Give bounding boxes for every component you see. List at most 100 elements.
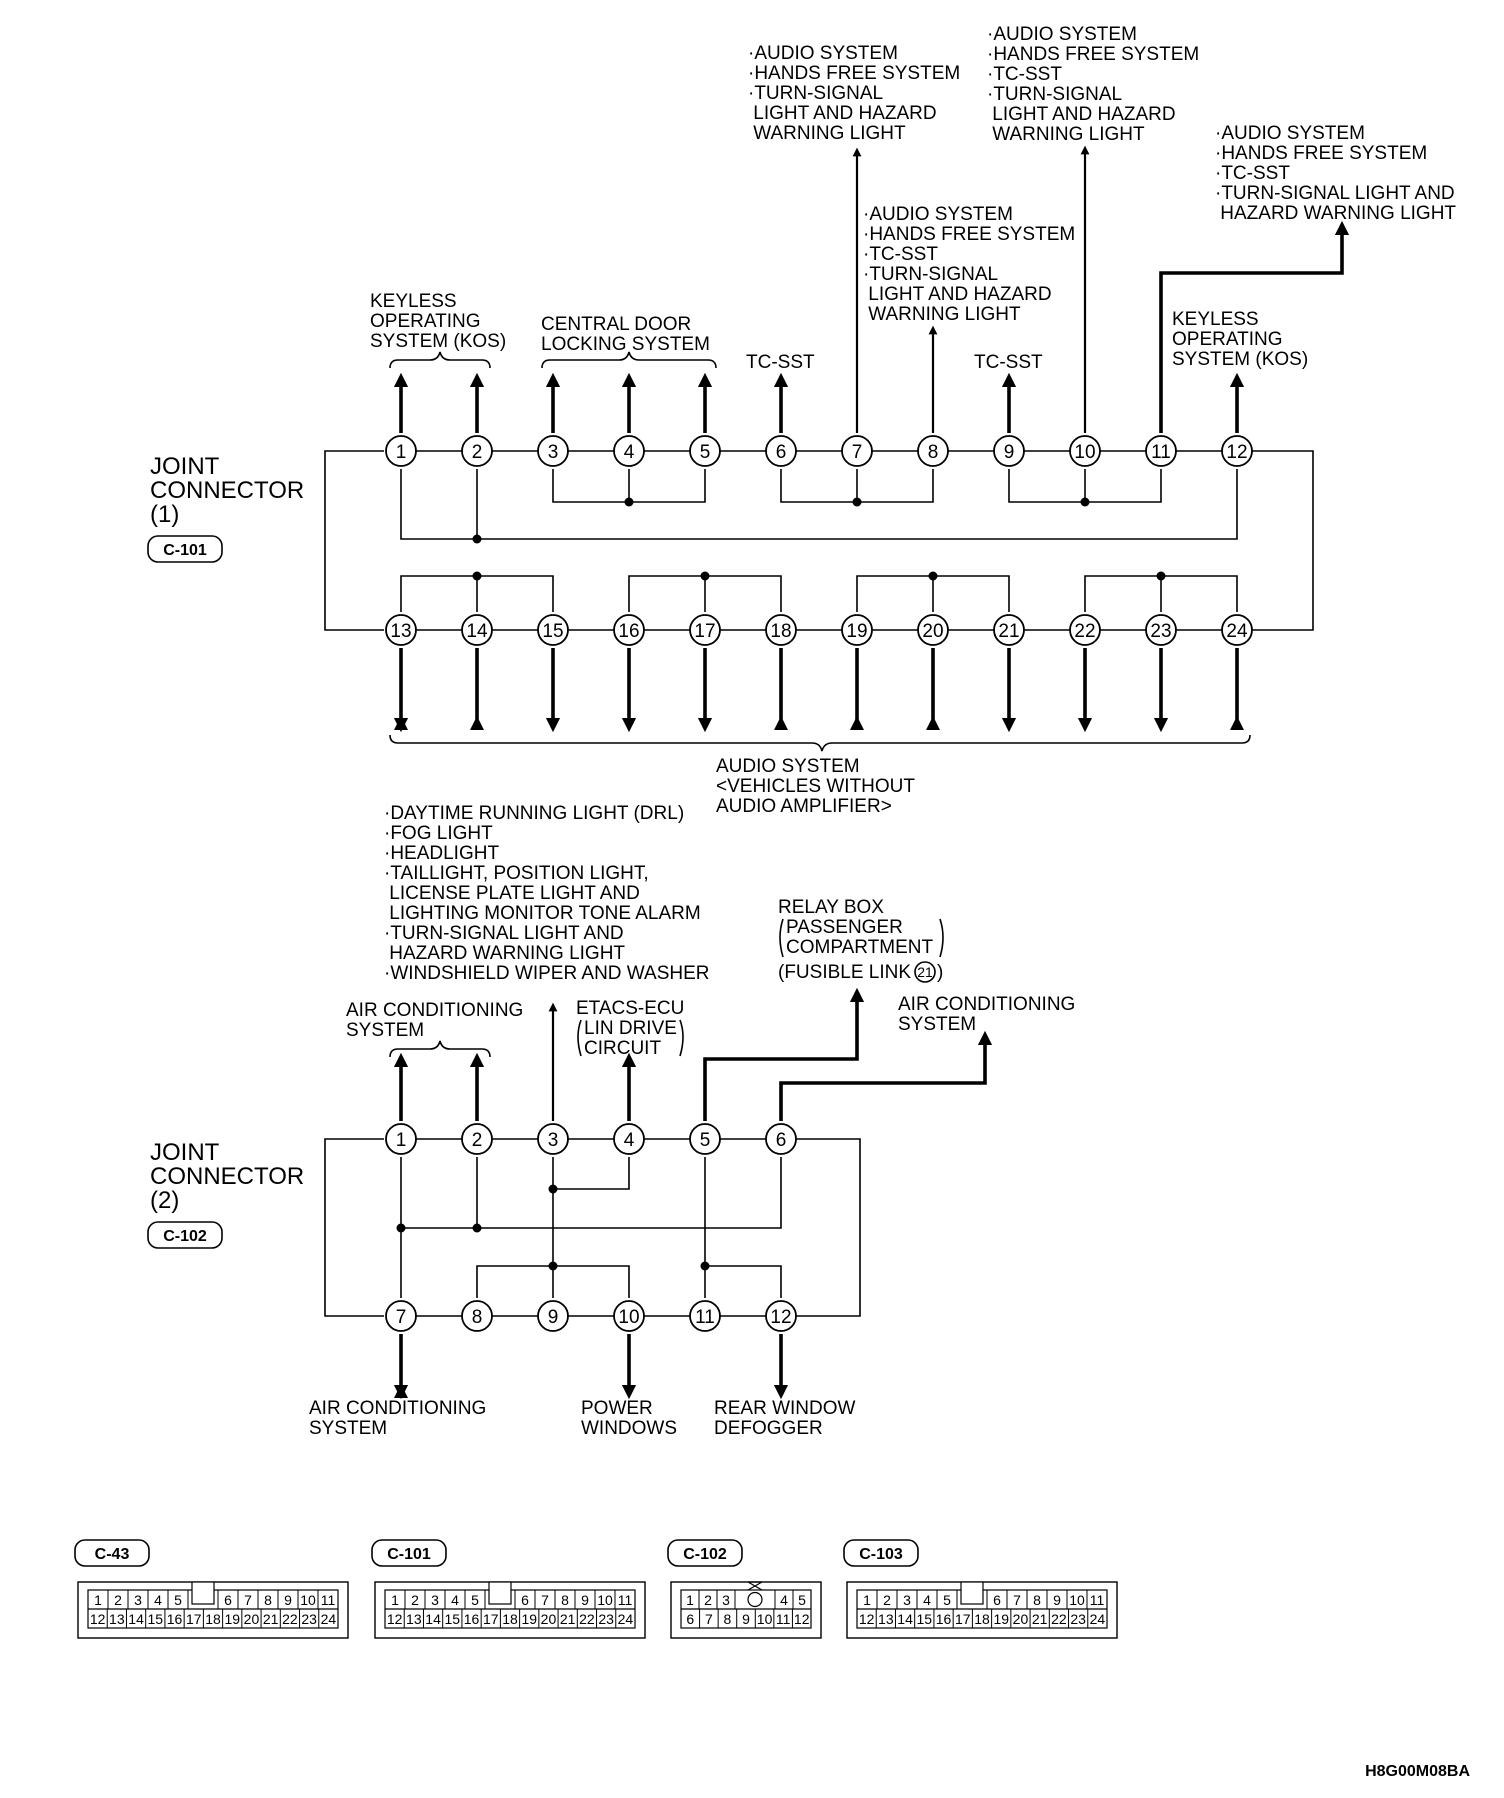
label-line: WARNING LIGHT bbox=[863, 304, 1021, 325]
pin-circle bbox=[461, 614, 493, 646]
face-pin: 10 bbox=[1069, 1592, 1085, 1608]
pin-number: 24 bbox=[1226, 621, 1248, 642]
face-pin: 22 bbox=[579, 1611, 595, 1627]
face-pin: 2 bbox=[411, 1592, 419, 1608]
label-line: ·AUDIO SYSTEM bbox=[1215, 123, 1365, 144]
label-line: SYSTEM (KOS) bbox=[370, 331, 506, 352]
jc2-code-box bbox=[147, 1221, 223, 1249]
face-code: C-102 bbox=[683, 1546, 727, 1563]
face-pin: 8 bbox=[724, 1611, 732, 1627]
jc1-pin-7: 7 bbox=[841, 435, 873, 467]
face-pin: 12 bbox=[387, 1611, 403, 1627]
jc2-junction-3 bbox=[548, 1184, 558, 1194]
label-line: RELAY BOX bbox=[778, 897, 884, 918]
label-line: ·HEADLIGHT bbox=[384, 843, 499, 864]
jc1-pin-9: 9 bbox=[993, 435, 1025, 467]
label-line: PASSENGER bbox=[786, 917, 903, 938]
label-line: AIR CONDITIONING bbox=[898, 994, 1075, 1015]
jc2-label-etacs: ETACS-ECU LIN DRIVE CIRCUIT bbox=[576, 998, 684, 1059]
pin-number: 21 bbox=[998, 621, 1019, 642]
face-pin: 14 bbox=[897, 1611, 913, 1627]
jc2-label-pin3: ·DAYTIME RUNNING LIGHT (DRL) ·FOG LIGHT … bbox=[384, 803, 710, 984]
pin-number: 12 bbox=[770, 1307, 791, 1328]
pin-circle bbox=[385, 435, 417, 467]
label-line: OPERATING bbox=[1172, 329, 1283, 350]
pin-circle bbox=[613, 1123, 645, 1155]
label-line: POWER bbox=[581, 1398, 653, 1419]
jc1-pin-11: 11 bbox=[1145, 435, 1177, 467]
jc2-pin-5: 5 bbox=[689, 1123, 721, 1155]
face-pin: 3 bbox=[431, 1592, 439, 1608]
jc1-pin-1: 1 bbox=[385, 435, 417, 467]
jc1-wire-11 bbox=[1159, 220, 1350, 433]
jc1-label-audio-bottom: AUDIO SYSTEM <VEHICLES WITHOUT AUDIO AMP… bbox=[716, 756, 915, 817]
jc2-pin-11: 11 bbox=[689, 1300, 721, 1332]
jc2-pin-10: 10 bbox=[613, 1300, 645, 1332]
face-pin: 17 bbox=[483, 1611, 499, 1627]
pin-circle bbox=[1221, 435, 1253, 467]
pin-number: 3 bbox=[548, 442, 559, 463]
jc1-audio-brace bbox=[389, 734, 1251, 752]
face-pin: 2 bbox=[704, 1592, 712, 1608]
jc2-pin-8: 8 bbox=[461, 1300, 493, 1332]
joint-connector-2: JOINT CONNECTOR (2) C-102 bbox=[147, 803, 1075, 1439]
pin-circle bbox=[613, 1300, 645, 1332]
face-code-box bbox=[843, 1539, 919, 1567]
label-line: ·TURN-SIGNAL LIGHT AND bbox=[384, 923, 624, 944]
pin-circle bbox=[765, 435, 797, 467]
label-line: LICENSE PLATE LIGHT AND bbox=[384, 883, 640, 904]
face-key-icon bbox=[191, 1581, 215, 1605]
jc1-pin-10: 10 bbox=[1069, 435, 1101, 467]
jc2-link-row bbox=[401, 1157, 782, 1229]
face-pin: 10 bbox=[757, 1611, 773, 1627]
face-pin: 8 bbox=[561, 1592, 569, 1608]
jc1-code-box bbox=[147, 535, 223, 563]
jc2-pin-3: 3 bbox=[537, 1123, 569, 1155]
label-line: ·TAILLIGHT, POSITION LIGHT, bbox=[384, 863, 649, 884]
label-line: ·TURN-SIGNAL LIGHT AND bbox=[1215, 183, 1455, 204]
paren-right bbox=[939, 918, 944, 958]
label-line: ·TURN-SIGNAL bbox=[748, 83, 883, 104]
jc2-wire-6 bbox=[779, 1030, 993, 1121]
pin-circle bbox=[765, 1300, 797, 1332]
jc1-junction-10 bbox=[1080, 497, 1090, 507]
face-pin: 22 bbox=[1051, 1611, 1067, 1627]
pin-number: 11 bbox=[1151, 442, 1171, 463]
jc1-code: C-101 bbox=[163, 542, 207, 559]
label-line: ·AUDIO SYSTEM bbox=[748, 43, 898, 64]
face-pin: 9 bbox=[1053, 1592, 1061, 1608]
pin-number: 13 bbox=[390, 621, 411, 642]
pin-circle bbox=[613, 435, 645, 467]
jc2-code: C-102 bbox=[163, 1228, 207, 1245]
face-pin: 5 bbox=[943, 1592, 951, 1608]
pin-circle bbox=[765, 614, 797, 646]
jc1-label-tcsst-9: TC-SST bbox=[974, 352, 1043, 373]
pin-circle bbox=[917, 614, 949, 646]
label-line: LIGHTING MONITOR TONE ALARM bbox=[384, 903, 701, 924]
pin-circle bbox=[385, 1123, 417, 1155]
face-pin: 6 bbox=[521, 1592, 529, 1608]
label-line: AUDIO AMPLIFIER> bbox=[716, 796, 892, 817]
face-pin: 11 bbox=[321, 1592, 336, 1608]
pin-circle bbox=[1069, 614, 1101, 646]
label-line: WARNING LIGHT bbox=[987, 124, 1145, 145]
pin-number: 19 bbox=[846, 621, 867, 642]
face-pin: 13 bbox=[109, 1611, 125, 1627]
pin-circle bbox=[1145, 435, 1177, 467]
face-pin: 3 bbox=[134, 1592, 142, 1608]
face-pin: 13 bbox=[878, 1611, 894, 1627]
jc1-link-1-12 bbox=[400, 469, 1238, 540]
label-line: ·TURN-SIGNAL bbox=[987, 84, 1122, 105]
jc1-pin-21: 21 bbox=[993, 614, 1025, 646]
face-pin: 24 bbox=[1090, 1611, 1106, 1627]
face-pin: 19 bbox=[224, 1611, 240, 1627]
jc1-title-line1: JOINT bbox=[150, 453, 220, 480]
jc2-label-ac-bottom: AIR CONDITIONING SYSTEM bbox=[309, 1398, 486, 1439]
label-line: WARNING LIGHT bbox=[748, 123, 906, 144]
pin-number: 22 bbox=[1074, 621, 1095, 642]
face-pin: 8 bbox=[264, 1592, 272, 1608]
face-pin: 4 bbox=[923, 1592, 931, 1608]
jc2-title-line2: CONNECTOR bbox=[150, 1163, 304, 1190]
